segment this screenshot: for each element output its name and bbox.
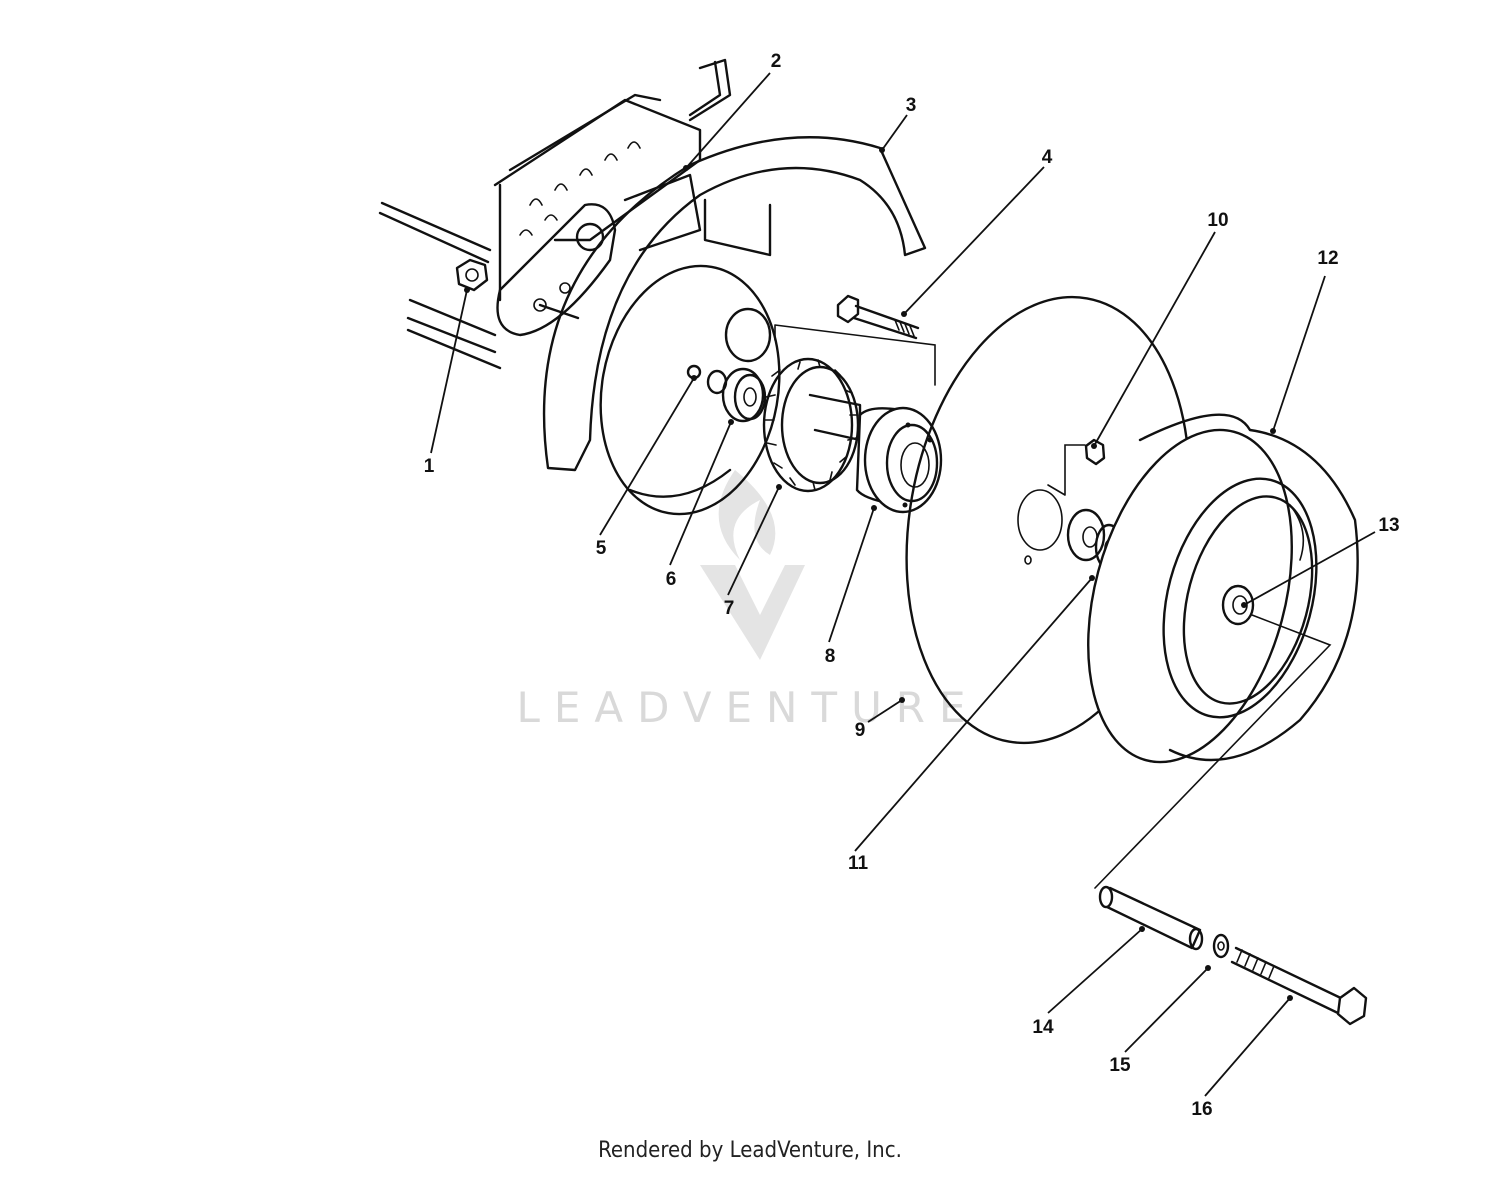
watermark-logo-icon (700, 470, 805, 660)
callout-7: 7 (724, 598, 735, 619)
callout-1: 1 (424, 456, 435, 477)
leader-lines (430, 72, 1376, 1097)
callout-11: 11 (848, 853, 869, 874)
callout-5: 5 (596, 538, 607, 559)
part-14-spacer (1098, 885, 1204, 951)
callout-12: 12 (1317, 248, 1338, 269)
part-8-hub (855, 406, 943, 514)
callout-6: 6 (666, 569, 677, 590)
part-4-bolt (774, 294, 936, 386)
footer-credit: Rendered by LeadVenture, Inc. (598, 1138, 902, 1163)
callout-8: 8 (825, 646, 836, 667)
callout-14: 14 (1032, 1017, 1054, 1038)
part-10-nut (1047, 438, 1106, 496)
callout-4: 4 (1042, 147, 1053, 168)
part-16-bolt (1230, 946, 1368, 1026)
callout-9: 9 (855, 720, 866, 741)
part-1-nut (455, 258, 489, 292)
callout-3: 3 (906, 95, 917, 116)
callout-2: 2 (771, 51, 782, 72)
callout-10: 10 (1207, 210, 1228, 231)
watermark-text: LEADVENTURE (516, 683, 979, 732)
part-6-bearing (706, 367, 767, 423)
part-2-frame-bracket (378, 58, 732, 370)
callout-labels: 1 2 3 4 5 6 7 8 9 10 11 12 13 14 15 16 (424, 51, 1400, 1120)
part-12-wheel (1087, 413, 1359, 764)
leader-dots (464, 147, 1293, 1001)
part-15-washer (1212, 933, 1230, 959)
part-3-shield (542, 136, 927, 516)
callout-13: 13 (1378, 515, 1399, 536)
callout-16: 16 (1191, 1099, 1212, 1120)
callout-15: 15 (1109, 1055, 1131, 1076)
part-7-sprocket (762, 357, 862, 493)
